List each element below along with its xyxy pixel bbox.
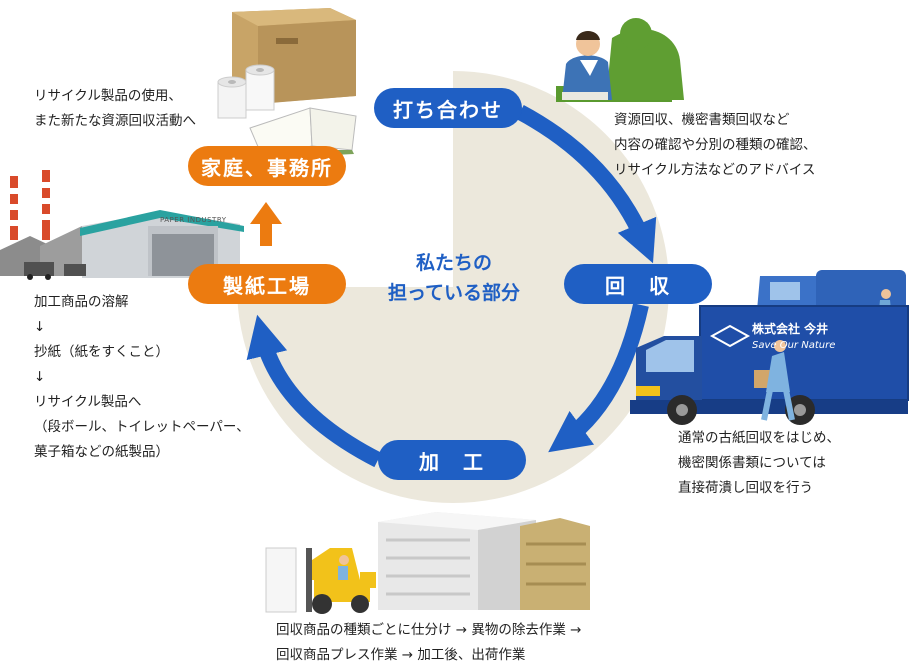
note-line: 内容の確認や分別の種類の確認、: [614, 137, 817, 153]
cycle-background: [237, 71, 669, 503]
note-line: 資源回収、機密書類回収など: [614, 112, 790, 128]
note-line: リサイクル方法などのアドバイス: [614, 162, 816, 178]
note-line: （段ボール、トイレットペーパー、: [34, 419, 250, 435]
note-line: 直接荷潰し回収を行う: [678, 480, 813, 496]
note-line: 機密関係書類については: [678, 455, 826, 471]
paper-bales-icon: [378, 512, 590, 610]
arrow-processing-to-mill: [246, 314, 382, 468]
note-line: リサイクル製品へ: [34, 394, 142, 410]
note-line: また新たな資源回収活動へ: [34, 113, 196, 129]
note-processing: 回収商品の種類ごとに仕分け → 異物の除去作業 → 回収商品プレス作業 → 加工…: [276, 618, 582, 667]
note-line: 菓子箱などの紙製品）: [34, 444, 169, 460]
step-processing: 加 工: [378, 440, 526, 480]
note-line: 回収商品の種類ごとに仕分け → 異物の除去作業 →: [276, 622, 582, 638]
toilet-paper-icon: [217, 64, 275, 119]
step-home-office: 家庭、事務所: [188, 146, 346, 186]
down-arrow-text: ↓: [34, 369, 46, 385]
step-paper-mill: 製紙工場: [188, 264, 346, 304]
factory-sign: PAPER INDUSTRY: [160, 216, 227, 224]
note-line: 通常の古紙回収をはじめ、: [678, 430, 840, 446]
note-collection: 通常の古紙回収をはじめ、 機密関係書類については 直接荷潰し回収を行う: [678, 426, 840, 501]
center-label-line2: 担っている部分: [387, 282, 521, 304]
note-meeting: 資源回収、機密書類回収など 内容の確認や分別の種類の確認、 リサイクル方法などの…: [614, 108, 817, 183]
note-line: 回収商品プレス作業 → 加工後、出荷作業: [276, 647, 526, 663]
forklift-icon: [265, 547, 376, 614]
arrow-meeting-to-collection: [516, 104, 657, 264]
truck-company-name: 株式会社 今井: [752, 322, 829, 336]
arrow-collection-to-processing: [548, 303, 649, 453]
truck-slogan: Save Our Nature: [752, 340, 836, 351]
delivery-truck-icon: [630, 305, 909, 425]
arrow-mill-to-home: [250, 202, 282, 246]
center-label-line1: 私たちの: [415, 252, 492, 274]
note-home-office: リサイクル製品の使用、 また新たな資源回収活動へ: [34, 84, 196, 134]
note-line: 加工商品の溶解: [34, 294, 129, 310]
step-meeting: 打ち合わせ: [374, 88, 522, 128]
paper-factory-icon: [0, 170, 244, 280]
down-arrow-text: ↓: [34, 319, 46, 335]
center-label: 私たちの 担っている部分: [366, 248, 542, 308]
note-paper-mill: 加工商品の溶解 ↓ 抄紙（紙をすくこと） ↓ リサイクル製品へ （段ボール、トイ…: [34, 290, 250, 465]
note-line: リサイクル製品の使用、: [34, 88, 182, 104]
note-line: 抄紙（紙をすくこと）: [34, 344, 169, 360]
businessmen-icon: [556, 18, 684, 102]
step-collection: 回 収: [564, 264, 712, 304]
